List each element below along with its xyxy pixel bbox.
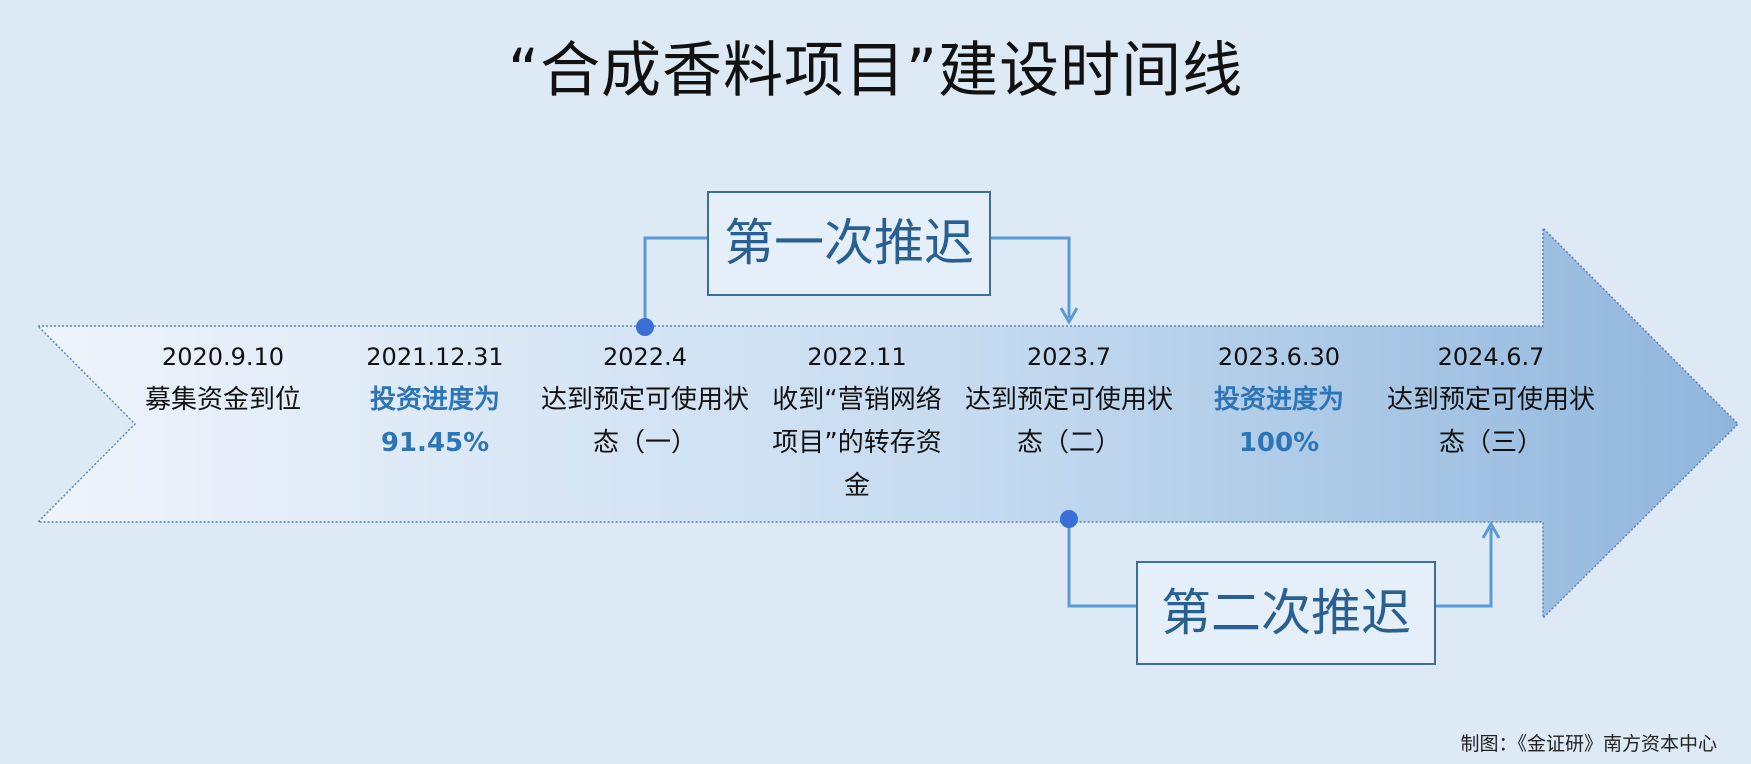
- second-delay-connector: [1067, 519, 1137, 608]
- second-delay-dot: [1060, 510, 1078, 528]
- event-2023-6-30: 2023.6.30 投资进度为 100%: [1174, 336, 1384, 465]
- event-2022-11: 2022.11 收到“营销网络项目”的转存资金: [752, 336, 962, 508]
- page-title: “合成香料项目”建设时间线: [507, 36, 1244, 106]
- event-date: 2020.9.10: [161, 343, 285, 371]
- event-date: 2024.6.7: [1437, 343, 1545, 371]
- event-date: 2021.12.31: [366, 343, 504, 371]
- event-2021-12-31: 2021.12.31 投资进度为 91.45%: [330, 336, 540, 465]
- source-credit: 制图：《金证研》南方资本中心: [1460, 733, 1717, 755]
- event-2024-6-7: 2024.6.7 达到预定可使用状态（三）: [1386, 336, 1596, 465]
- event-2022-4: 2022.4 达到预定可使用状态（一）: [540, 336, 750, 465]
- event-desc: 投资进度为 100%: [1213, 385, 1344, 458]
- event-date: 2023.7: [1027, 343, 1111, 371]
- first-delay-connector: [643, 236, 707, 327]
- second-delay-arrowhead: [1481, 520, 1501, 539]
- event-desc: 投资进度为 91.45%: [369, 385, 500, 458]
- event-date: 2022.4: [603, 343, 687, 371]
- event-desc: 募集资金到位: [144, 385, 301, 415]
- event-2020-9-10: 2020.9.10 募集资金到位: [118, 336, 328, 422]
- second-delay-box: 第二次推迟: [1136, 561, 1436, 665]
- second-delay-connector-out: [1435, 528, 1493, 608]
- first-delay-label: 第一次推迟: [724, 214, 974, 272]
- first-delay-connector-out: [990, 236, 1071, 318]
- event-desc: 达到预定可使用状态（三）: [1386, 385, 1595, 458]
- event-desc: 达到预定可使用状态（一）: [540, 385, 749, 458]
- event-2023-7: 2023.7 达到预定可使用状态（二）: [964, 336, 1174, 465]
- first-delay-dot: [636, 318, 654, 336]
- first-delay-arrowhead: [1059, 307, 1079, 326]
- second-delay-label: 第二次推迟: [1161, 584, 1411, 642]
- event-desc: 收到“营销网络项目”的转存资金: [772, 385, 942, 501]
- first-delay-box: 第一次推迟: [707, 191, 991, 296]
- event-date: 2023.6.30: [1217, 343, 1341, 371]
- event-desc: 达到预定可使用状态（二）: [964, 385, 1173, 458]
- timeline-arrow: [36, 226, 1740, 620]
- event-date: 2022.11: [807, 343, 907, 371]
